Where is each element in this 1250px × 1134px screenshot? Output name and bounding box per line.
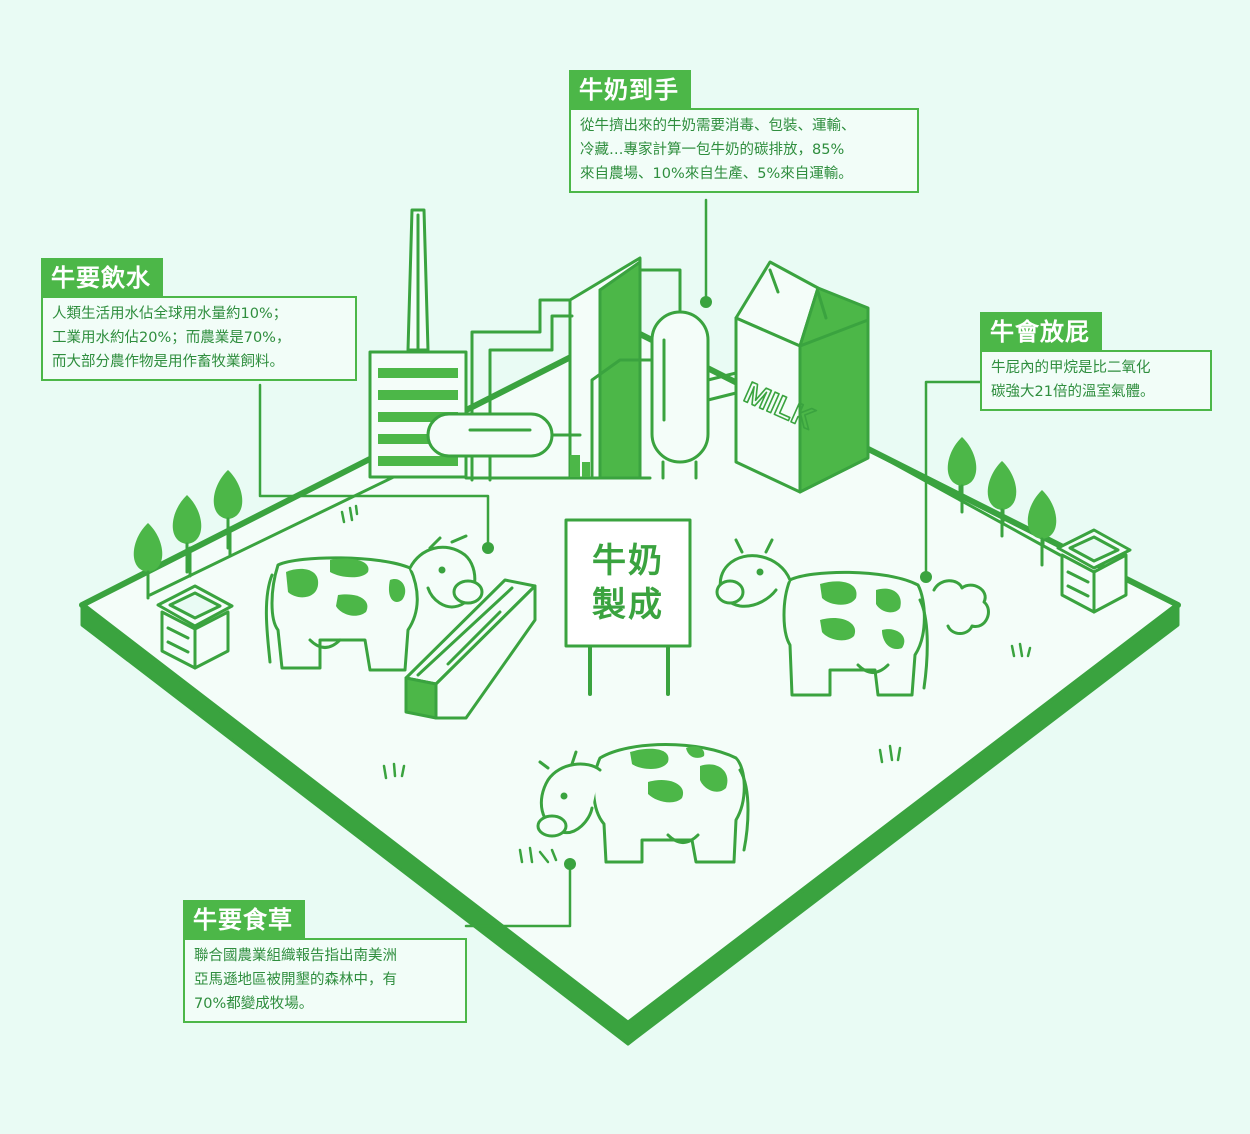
sign-text: 牛奶 製成 <box>566 520 690 646</box>
callout-fart-title: 牛會放屁 <box>980 312 1102 352</box>
callout-milk-body: 從牛擠出來的牛奶需要消毒、包裝、運輸、 冷藏…專家計算一包牛奶的碳排放，85% … <box>569 108 919 193</box>
sign-line-2: 製成 <box>592 585 664 625</box>
callout-water-title: 牛要飲水 <box>41 258 163 298</box>
sign-board <box>564 518 692 696</box>
callout-water: 牛要飲水 人類生活用水佔全球用水量約10%； 工業用水約佔20%；而農業是70%… <box>41 258 357 381</box>
beehive-icon <box>1056 528 1132 614</box>
milk-carton-icon <box>734 260 870 494</box>
callout-milk: 牛奶到手 從牛擠出來的牛奶需要消毒、包裝、運輸、 冷藏…專家計算一包牛奶的碳排放… <box>569 70 919 193</box>
callout-grass-body: 聯合國農業組織報告指出南美洲 亞馬遜地區被開墾的森林中，有 70%都變成牧場。 <box>183 938 467 1023</box>
callout-grass: 牛要食草 聯合國農業組織報告指出南美洲 亞馬遜地區被開墾的森林中，有 70%都變… <box>183 900 467 1023</box>
factory-icon <box>368 208 742 482</box>
callout-milk-title: 牛奶到手 <box>569 70 691 110</box>
grass-icon <box>340 504 1032 864</box>
tree-icon <box>133 470 243 572</box>
trough-icon <box>404 578 537 720</box>
fart-cloud-icon <box>932 579 990 635</box>
cow-icon <box>536 743 750 864</box>
callout-grass-title: 牛要食草 <box>183 900 305 940</box>
leader-lines <box>258 198 1002 928</box>
sign-line-1: 牛奶 <box>592 541 664 581</box>
tree-icon <box>947 437 1057 539</box>
cow-icon <box>715 538 929 697</box>
callout-fart-body: 牛屁內的甲烷是比二氧化 碳強大21倍的溫室氣體。 <box>980 350 1212 411</box>
ground-platform <box>79 325 1181 1046</box>
callout-fart: 牛會放屁 牛屁內的甲烷是比二氧化 碳強大21倍的溫室氣體。 <box>980 312 1212 411</box>
beehive-icon <box>156 584 234 670</box>
callout-water-body: 人類生活用水佔全球用水量約10%； 工業用水約佔20%；而農業是70%， 而大部… <box>41 296 357 381</box>
cow-icon <box>264 534 484 672</box>
